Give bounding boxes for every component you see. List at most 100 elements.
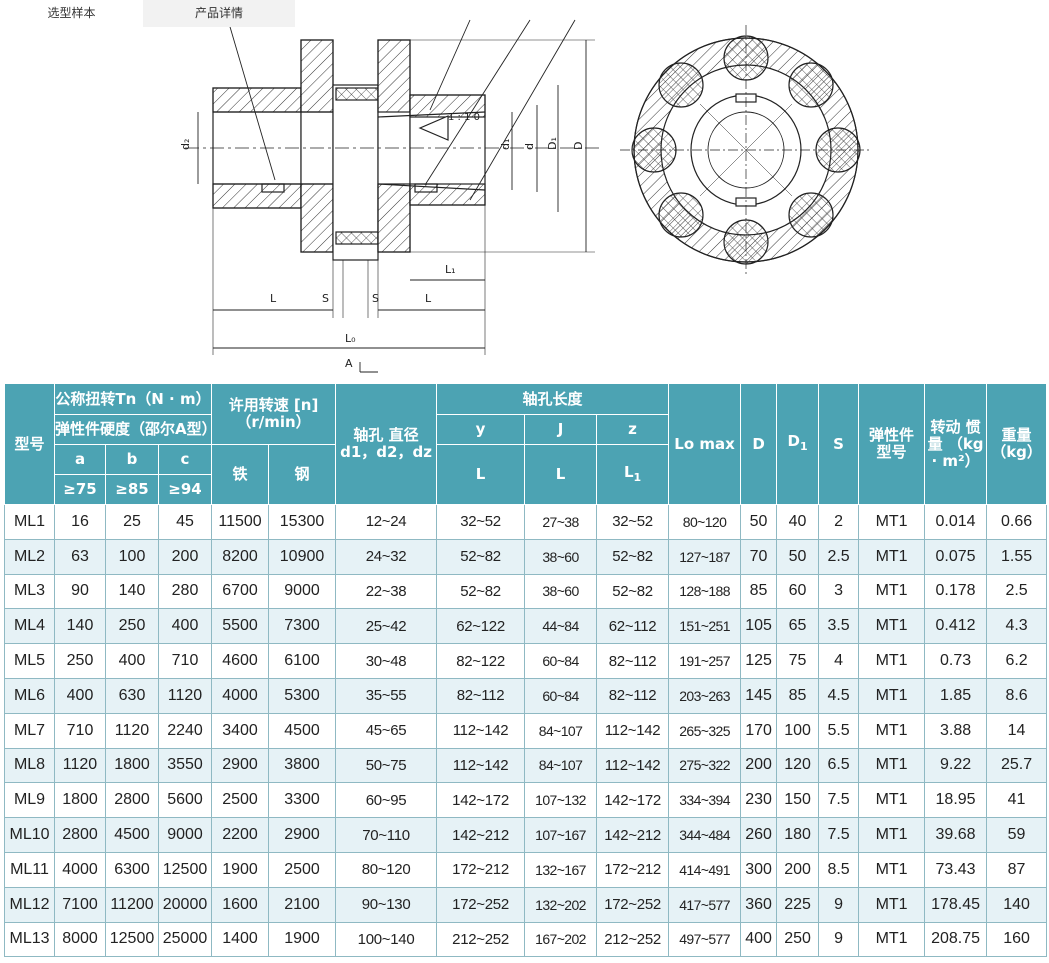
table-cell: ML2 <box>4 538 55 575</box>
table-cell: 172~252 <box>436 886 526 923</box>
dim-dz: d <box>523 143 536 150</box>
table-cell: 12500 <box>105 921 159 958</box>
header-length: 轴孔长度 <box>436 383 670 415</box>
table-cell: ML4 <box>4 608 55 645</box>
table-cell: 87 <box>986 851 1048 888</box>
table-cell: MT1 <box>858 504 926 540</box>
table-cell: 1600 <box>211 886 270 923</box>
table-cell: 400 <box>740 921 778 958</box>
header-S: S <box>818 383 860 505</box>
table-cell: 280 <box>157 573 213 610</box>
tab-bar: 选型样本 产品详情 <box>0 0 295 27</box>
table-cell: 22~38 <box>335 573 438 610</box>
table-cell: MT1 <box>858 608 926 645</box>
table-cell: 300 <box>740 851 778 888</box>
dim-L0: L₀ <box>345 332 356 345</box>
table-cell: 73.43 <box>924 851 988 888</box>
table-cell: 70~110 <box>335 817 438 853</box>
table-cell: ML9 <box>4 782 55 819</box>
header-y: y <box>436 414 526 445</box>
table-cell: 0.014 <box>924 504 988 540</box>
table-cell: 230 <box>740 782 778 819</box>
dim-d2: d₂ <box>179 139 192 150</box>
table-cell: 200 <box>776 851 820 888</box>
header-inertia: 转动 惯量 （kg · m²） <box>924 383 988 505</box>
table-cell: 112~142 <box>436 712 526 749</box>
table-cell: 208.75 <box>924 921 988 958</box>
table-cell: MT1 <box>858 921 926 958</box>
table-cell: 2.5 <box>986 573 1048 610</box>
table-cell: 8.6 <box>986 677 1048 714</box>
table-cell: 45 <box>157 504 213 540</box>
table-cell: 0.075 <box>924 538 988 575</box>
table-cell: MT1 <box>858 886 926 923</box>
table-cell: 105 <box>740 608 778 645</box>
table-cell: 50~75 <box>335 747 438 784</box>
table-cell: 120 <box>776 747 820 784</box>
dim-S-right: S <box>372 292 379 305</box>
header-J: J <box>524 414 598 445</box>
table-cell: 260 <box>740 817 778 853</box>
table-cell: 128~188 <box>668 573 742 610</box>
table-cell: 52~82 <box>596 573 670 610</box>
table-cell: 38~60 <box>524 538 598 575</box>
table-cell: 0.178 <box>924 573 988 610</box>
table-cell: 4600 <box>211 643 270 679</box>
table-cell: 212~252 <box>436 921 526 958</box>
table-cell: 3 <box>818 573 860 610</box>
header-c: c <box>157 444 213 475</box>
side-section-view <box>185 19 600 373</box>
table-cell: 1900 <box>211 851 270 888</box>
spec-table: 型号 公称扭转Tn（N · m） 许用转速 [n] （r/min） 轴孔 直径 … <box>4 383 1048 958</box>
header-z: z <box>596 414 670 445</box>
table-cell: 417~577 <box>668 886 742 923</box>
table-cell: 0.66 <box>986 504 1048 540</box>
table-cell: 52~82 <box>596 538 670 575</box>
header-a: a <box>54 444 106 475</box>
table-cell: ML8 <box>4 747 55 784</box>
table-cell: 265~325 <box>668 712 742 749</box>
table-cell: 1120 <box>157 677 213 714</box>
table-cell: MT1 <box>858 677 926 714</box>
table-cell: 25~42 <box>335 608 438 645</box>
table-cell: 250 <box>105 608 159 645</box>
table-cell: MT1 <box>858 851 926 888</box>
table-cell: 70 <box>740 538 778 575</box>
table-cell: ML6 <box>4 677 55 714</box>
table-cell: 4.5 <box>818 677 860 714</box>
table-cell: ML13 <box>4 921 55 958</box>
table-cell: 497~577 <box>668 921 742 958</box>
table-cell: 172~212 <box>436 851 526 888</box>
table-cell: 275~322 <box>668 747 742 784</box>
tab-selection-sample[interactable]: 选型样本 <box>0 0 143 27</box>
table-cell: 250 <box>54 643 106 679</box>
table-cell: 35~55 <box>335 677 438 714</box>
table-cell: 2800 <box>105 782 159 819</box>
table-cell: 11200 <box>105 886 159 923</box>
header-L-y: L <box>436 444 526 505</box>
table-cell: 9.22 <box>924 747 988 784</box>
table-cell: 7.5 <box>818 782 860 819</box>
table-cell: 170 <box>740 712 778 749</box>
table-cell: 15300 <box>268 504 337 540</box>
table-cell: 11500 <box>211 504 270 540</box>
table-cell: 1800 <box>105 747 159 784</box>
table-cell: 85 <box>740 573 778 610</box>
table-cell: 27~38 <box>524 504 598 540</box>
table-cell: 32~52 <box>596 504 670 540</box>
table-cell: 630 <box>105 677 159 714</box>
table-cell: 12~24 <box>335 504 438 540</box>
dim-taper: 1 : 1 0 <box>448 112 480 123</box>
table-cell: 3550 <box>157 747 213 784</box>
tab-product-details[interactable]: 产品详情 <box>143 0 295 27</box>
table-cell: 145 <box>740 677 778 714</box>
header-L-z: L1 <box>596 444 670 505</box>
table-cell: 414~491 <box>668 851 742 888</box>
table-cell: 84~107 <box>524 712 598 749</box>
table-cell: 5.5 <box>818 712 860 749</box>
table-cell: 2 <box>818 504 860 540</box>
